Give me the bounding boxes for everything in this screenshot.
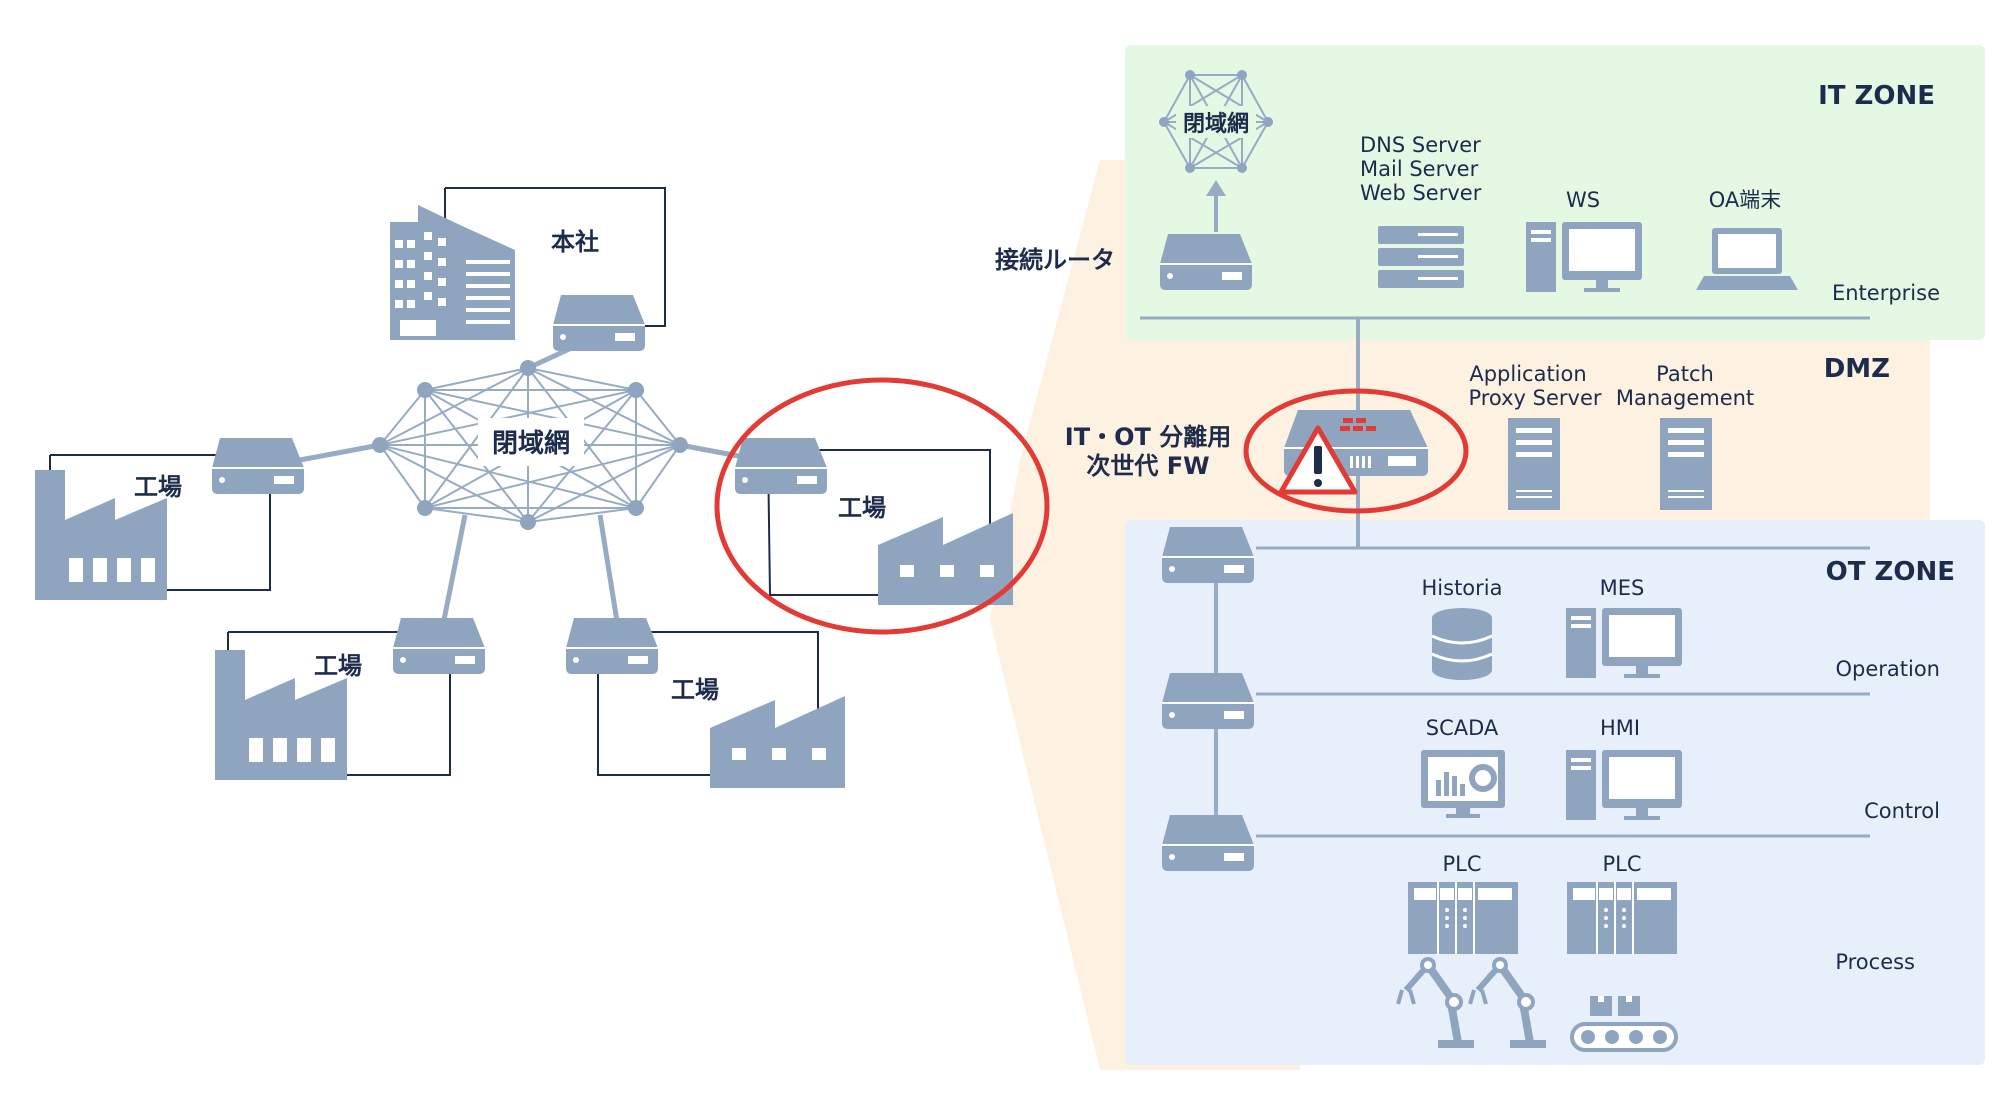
dmz-zone: DMZ IT・OT 分離用 次世代 FW Application Proxy S… — [1065, 318, 1890, 548]
patch-server-icon — [1660, 418, 1712, 510]
closed-network-icon — [1159, 70, 1273, 173]
factory-3-label: 工場 — [314, 652, 362, 680]
highlight-ellipse-factory — [714, 377, 1050, 635]
patch-label-line-2: Management — [1616, 386, 1754, 410]
scada-monitor-icon — [1421, 750, 1505, 818]
hmi-label: HMI — [1600, 716, 1640, 740]
mail-server-label: Mail Server — [1360, 157, 1479, 181]
web-server-label: Web Server — [1360, 181, 1482, 205]
proxy-label-line-2: Proxy Server — [1468, 386, 1601, 410]
factory-4-router-icon — [565, 617, 659, 675]
dmz-title: DMZ — [1824, 354, 1890, 384]
ot-zone-title: OT ZONE — [1826, 557, 1955, 587]
fortinet-logo-icon — [1340, 418, 1376, 431]
patch-label-line-1: Patch — [1656, 362, 1714, 386]
hq-label: 本社 — [551, 228, 599, 256]
enterprise-tier-label: Enterprise — [1832, 281, 1940, 305]
arrow-up-icon — [1206, 180, 1226, 196]
plc-2-label: PLC — [1602, 852, 1641, 876]
database-icon — [1431, 608, 1493, 680]
warning-icon — [1278, 425, 1358, 495]
it-zone: IT ZONE 閉域網 接続ルータ DNS Server M — [995, 70, 1940, 320]
factory-3-router-icon — [392, 617, 486, 675]
conveyor-icon — [1570, 996, 1678, 1052]
dns-server-label: DNS Server — [1360, 133, 1481, 157]
ot-router-1-icon — [1161, 526, 1255, 584]
scada-label: SCADA — [1426, 716, 1499, 740]
ot-router-2-icon — [1161, 672, 1255, 730]
factory-2-label: 工場 — [838, 494, 886, 522]
process-tier-label: Process — [1835, 950, 1915, 974]
ot-zone-area — [1125, 520, 1985, 1065]
proxy-server-icon — [1508, 418, 1560, 510]
ws-label: WS — [1566, 188, 1600, 212]
operation-tier-label: Operation — [1835, 657, 1940, 681]
factory-2-icon — [878, 513, 1013, 605]
ot-router-3-icon — [1161, 814, 1255, 872]
rack-server-icon — [1378, 226, 1464, 288]
fw-label-line-2: 次世代 FW — [1086, 452, 1209, 480]
mes-label: MES — [1600, 576, 1645, 600]
factory-2-router-icon — [734, 437, 828, 495]
plc-1-label: PLC — [1442, 852, 1481, 876]
control-tier-label: Control — [1864, 799, 1940, 823]
factory-4-icon — [710, 696, 845, 788]
plc-2-icon — [1566, 881, 1678, 955]
left-network: 閉域網 本社 — [35, 187, 1050, 788]
factory-1-label: 工場 — [134, 473, 182, 501]
factory-1-router-icon — [211, 437, 305, 495]
plc-1-icon — [1407, 881, 1519, 955]
ot-zone: OT ZONE Historia MES Operation SCADA — [1161, 526, 1955, 1052]
proxy-label-line-1: Application — [1469, 362, 1586, 386]
laptop-icon — [1696, 228, 1798, 290]
historian-label: Historia — [1422, 576, 1503, 600]
connection-router-label: 接続ルータ — [995, 246, 1115, 274]
hq-building-icon — [390, 205, 515, 340]
oa-terminal-label: OA端末 — [1709, 188, 1782, 212]
closed-network-hub-label: 閉域網 — [492, 428, 570, 459]
highlight-ellipse-firewall — [1243, 388, 1469, 514]
factory-4-label: 工場 — [671, 676, 719, 704]
it-closed-network-label: 閉域網 — [1183, 111, 1249, 137]
connection-router-icon — [1159, 233, 1253, 291]
hq-router-icon — [552, 294, 646, 352]
fw-label-line-1: IT・OT 分離用 — [1065, 423, 1231, 451]
it-zone-title: IT ZONE — [1818, 81, 1935, 111]
